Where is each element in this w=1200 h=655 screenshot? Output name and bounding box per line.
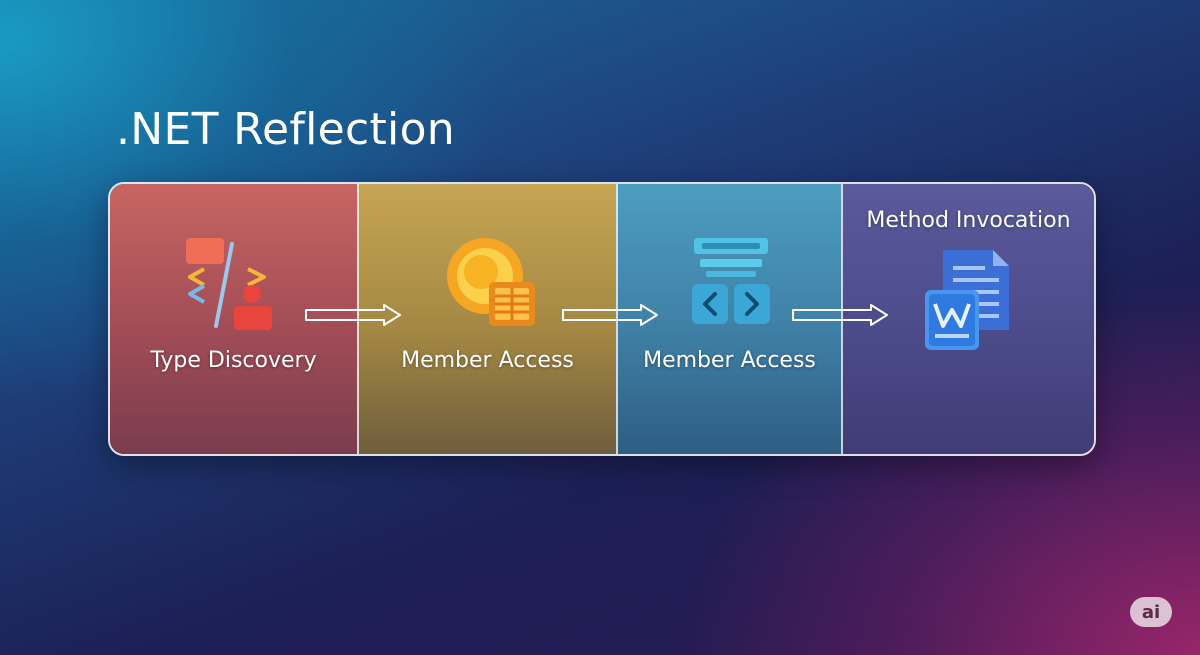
document-icon xyxy=(925,250,1009,350)
code-brackets-icon xyxy=(692,238,770,324)
reflection-flow-diagram: Type Discovery Member Access Member Acc xyxy=(108,182,1096,456)
code-user-icon xyxy=(186,238,272,330)
stage-method-invocation: Method Invocation xyxy=(841,184,1094,454)
stage-label: Method Invocation xyxy=(866,208,1071,233)
page-title: .NET Reflection xyxy=(116,104,455,155)
flow-arrow-2 xyxy=(562,304,658,326)
stage-label: Member Access xyxy=(401,348,574,373)
object-table-icon xyxy=(447,238,535,326)
stage-label: Type Discovery xyxy=(150,348,317,373)
flow-arrow-1 xyxy=(305,304,401,326)
flow-arrow-3 xyxy=(792,304,888,326)
ai-badge: ai xyxy=(1130,597,1172,627)
stage-label: Member Access xyxy=(643,348,816,373)
